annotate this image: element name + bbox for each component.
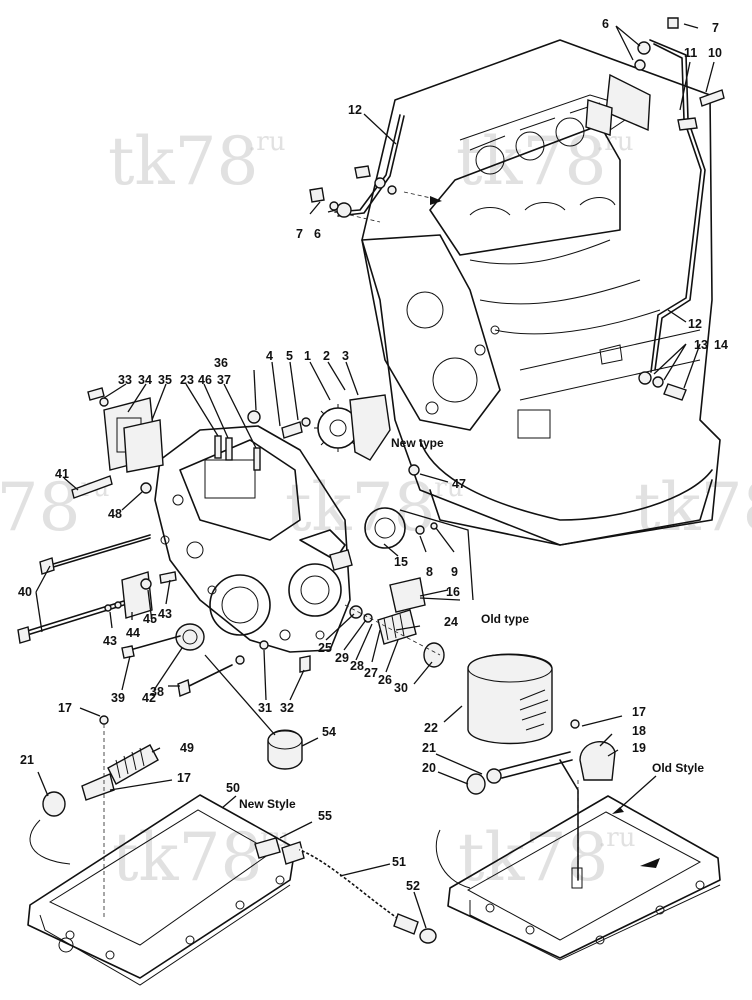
oil-pickup-new [29,715,159,920]
callout-17: 17 [177,771,191,785]
cover-plate [104,571,177,619]
seals-bolts [121,623,311,697]
watermark-text: tk78 [0,469,81,546]
oil-pan-right [435,780,721,961]
callout-4: 4 [266,349,273,363]
callout-3: 3 [342,349,349,363]
callout-7: 7 [296,227,303,241]
callout-45: 45 [143,612,157,626]
callout-6: 6 [314,227,321,241]
callout-34: 34 [138,373,152,387]
callout-20: 20 [422,761,436,775]
callout-17: 17 [58,701,72,715]
callout-35: 35 [158,373,172,387]
long-bolts [17,475,152,644]
callout-33: 33 [118,373,132,387]
callout-29: 29 [335,651,349,665]
callout-51: 51 [392,855,406,869]
callout-49: 49 [180,741,194,755]
callout-31: 31 [258,701,272,715]
callout-1: 1 [304,349,311,363]
relief-valve [344,604,445,668]
callout-55: 55 [318,809,332,823]
callout-26: 26 [378,673,392,687]
callout-52: 52 [406,879,420,893]
callout-30: 30 [394,681,408,695]
callout-5: 5 [286,349,293,363]
callout-43: 43 [158,607,172,621]
callout-7: 7 [712,21,719,35]
callout-50: 50 [226,781,240,795]
callout-44: 44 [126,626,140,640]
leader-lines [35,23,715,929]
note-old-type: Old type [481,612,529,626]
callout-40: 40 [18,585,32,599]
oil-filter [466,653,573,795]
callout-12: 12 [348,103,362,117]
callout-27: 27 [364,666,378,680]
callout-6: 6 [602,17,609,31]
oil-line-assembly [309,17,725,401]
gear-case [154,410,353,653]
gasket-parts [87,387,164,473]
callout-38: 38 [150,685,164,699]
callout-15: 15 [394,555,408,569]
watermark-suffix: .ru [248,127,285,157]
callout-10: 10 [708,46,722,60]
callout-23: 23 [180,373,194,387]
callout-11: 11 [684,46,697,60]
crank-seal [204,654,303,770]
callout-17: 17 [632,705,646,719]
note-old-style: Old Style [652,761,704,775]
watermark-text: tk78 [458,819,609,896]
watermark-text: tk78 [456,123,607,200]
callout-19: 19 [632,741,646,755]
callout-37: 37 [217,373,231,387]
callout-42: 42 [142,691,156,705]
callout-32: 32 [280,701,294,715]
callout-12: 12 [688,317,702,331]
callout-28: 28 [350,659,364,673]
oil-hose [254,837,437,944]
callout-9: 9 [451,565,458,579]
callout-25: 25 [318,641,332,655]
callout-13: 13 [694,338,708,352]
callout-16: 16 [446,585,460,599]
callout-54: 54 [322,725,336,739]
watermark-text: tk78 [112,819,263,896]
callout-14: 14 [714,338,728,352]
callout-21: 21 [422,741,436,755]
callout-39: 39 [111,691,125,705]
note-new-type: New type [391,436,444,450]
note-new-style: New Style [239,797,296,811]
oil-pump [281,394,391,461]
callout-36: 36 [214,356,228,370]
watermark-layer: tk78 .ru tk78 .ru tk78 .ru tk78 .ru tk78… [0,123,752,896]
callout-22: 22 [424,721,438,735]
watermark-text: tk78 [285,469,436,546]
callout-43: 43 [103,634,117,648]
callout-46: 46 [198,373,212,387]
callout-47: 47 [452,477,466,491]
callout-2: 2 [323,349,330,363]
callout-18: 18 [632,724,646,738]
watermark-text: tk78 [108,123,259,200]
callout-21: 21 [20,753,34,767]
callout-48: 48 [108,507,122,521]
water-pump-parts [364,464,474,613]
callout-24: 24 [444,615,458,629]
variant-notes: New type Old type New Style Old Style [239,436,704,811]
callout-labels: 6 7 11 10 12 7 6 12 13 14 36 4 5 1 2 3 3… [18,17,728,893]
callout-8: 8 [426,565,433,579]
callout-41: 41 [55,467,69,481]
watermark-text: tk78 [634,469,752,546]
watermark-suffix: .ru [598,823,635,853]
